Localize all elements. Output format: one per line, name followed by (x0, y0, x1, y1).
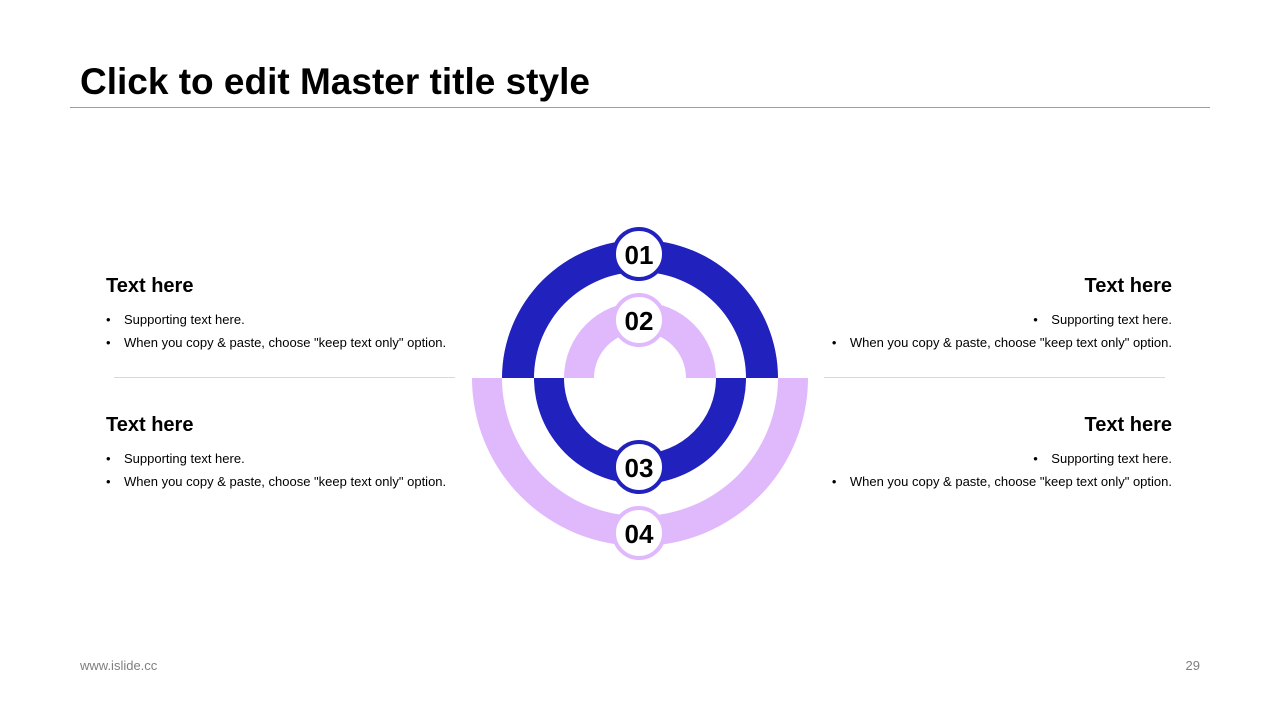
bullet-dot: • (831, 335, 837, 350)
bullet-item: • When you copy & paste, choose "keep tex… (812, 470, 1172, 493)
bullet-list: Supporting text here. When you copy & pa… (106, 308, 466, 354)
bullet-item: • Supporting text here. (812, 447, 1172, 470)
left-divider (114, 377, 455, 378)
bullet-item: When you copy & paste, choose "keep text… (106, 470, 466, 493)
bullet-text: Supporting text here. (1051, 312, 1172, 327)
step-number: 02 (625, 306, 654, 336)
step-badge-03: 03 (612, 440, 666, 494)
bullet-text: When you copy & paste, choose "keep text… (849, 474, 1172, 489)
bullet-dot: • (1033, 312, 1038, 327)
outer-bottom-arc (472, 378, 808, 546)
bullet-item: Supporting text here. (106, 447, 466, 470)
text-block-bottom-right: Text here • Supporting text here. • When y… (812, 413, 1172, 493)
bullet-list: Supporting text here. When you copy & pa… (106, 447, 466, 493)
bullet-item: Supporting text here. (106, 308, 466, 331)
block-heading: Text here (1084, 414, 1172, 436)
right-divider (824, 377, 1165, 378)
bullet-item: • When you copy & paste, choose "keep tex… (812, 331, 1172, 354)
step-badge-04: 04 (612, 506, 666, 560)
text-block-top-right: Text here • Supporting text here. • When y… (812, 274, 1172, 354)
bullet-list: • Supporting text here. • When you copy & … (812, 447, 1172, 493)
bullet-text: Supporting text here. (1051, 451, 1172, 466)
block-heading: Text here (106, 275, 194, 297)
bullet-list: • Supporting text here. • When you copy & … (812, 308, 1172, 354)
title-underline (70, 107, 1210, 108)
step-number: 03 (625, 453, 654, 483)
slide-title: Click to edit Master title style (80, 61, 590, 102)
inner-top-arc (564, 302, 716, 378)
bullet-dot: • (1033, 451, 1038, 466)
step-badge-01: 01 (612, 227, 666, 281)
bullet-item: • Supporting text here. (812, 308, 1172, 331)
step-number: 01 (625, 240, 654, 270)
step-badge-02: 02 (612, 293, 666, 347)
text-block-bottom-left: Text here Supporting text here. When you… (106, 413, 466, 493)
footer-website: www.islide.cc (80, 658, 158, 673)
inner-bottom-arc (534, 378, 746, 484)
step-number: 04 (625, 519, 654, 549)
block-heading: Text here (1084, 275, 1172, 297)
page-number: 29 (1185, 658, 1200, 673)
bullet-item: When you copy & paste, choose "keep text… (106, 331, 466, 354)
bullet-text: When you copy & paste, choose "keep text… (849, 335, 1172, 350)
bullet-dot: • (831, 474, 837, 489)
outer-top-arc (502, 240, 778, 378)
text-block-top-left: Text here Supporting text here. When you… (106, 274, 466, 354)
block-heading: Text here (106, 414, 194, 436)
